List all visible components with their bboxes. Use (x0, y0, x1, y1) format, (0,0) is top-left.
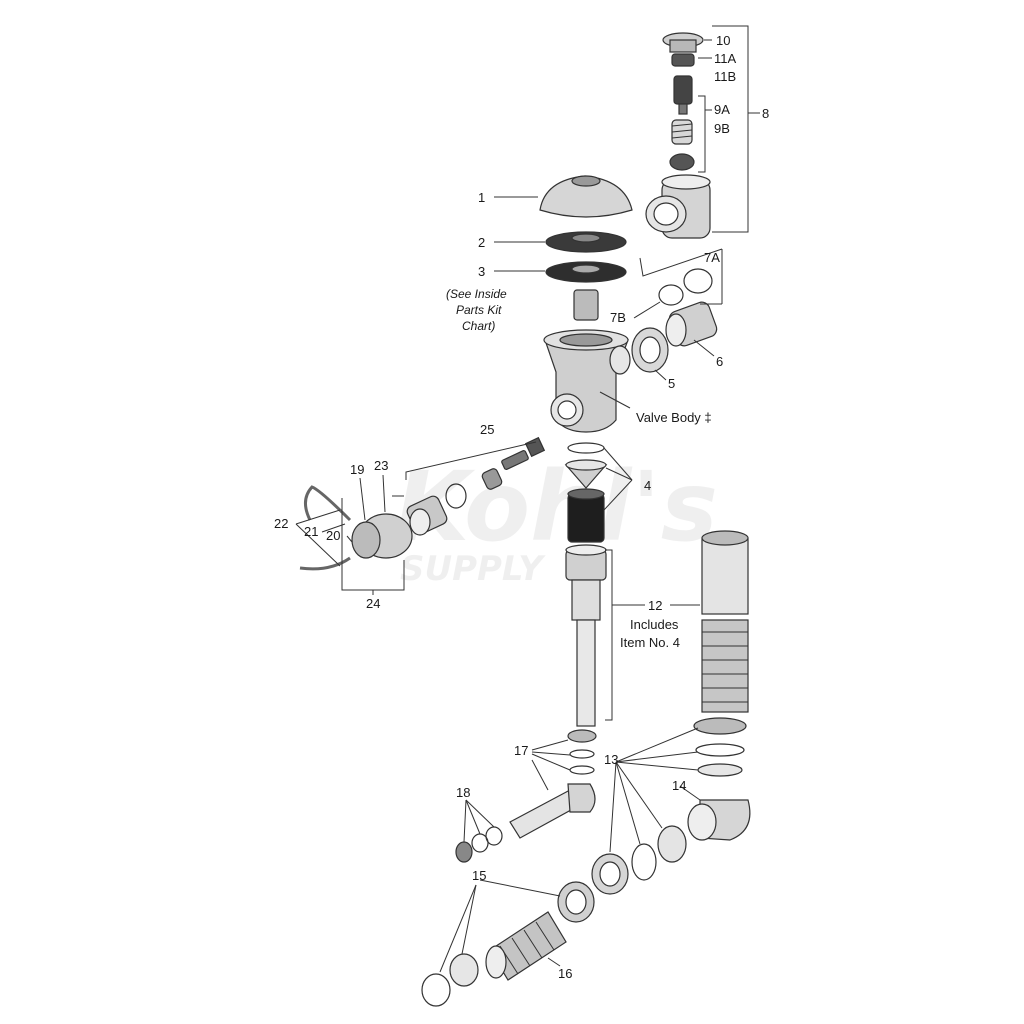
note-includes-1: Includes (630, 617, 679, 632)
watermark: Kohl's SUPPLY (395, 451, 718, 589)
note-see-inside-3: Chart) (462, 319, 495, 333)
note-includes-2: Item No. 4 (620, 635, 680, 650)
label-9b: 9B (714, 121, 730, 136)
part-25-plunger (481, 436, 546, 490)
control-stop-group (645, 25, 760, 239)
note-see-inside-2: Parts Kit (456, 303, 502, 317)
part-11b-tip (678, 103, 688, 115)
part-9b (669, 153, 695, 171)
part-10-cap-body (669, 39, 697, 53)
part-12-flush-tube (565, 544, 607, 727)
label-8: 8 (762, 106, 769, 121)
part-22-cable (304, 485, 352, 522)
part-11a (671, 53, 695, 67)
part-7b-ring (658, 284, 684, 306)
part-11b-stem (673, 75, 693, 105)
label-24: 24 (366, 596, 380, 611)
label-11a: 11A (714, 51, 736, 66)
label-3: 3 (478, 264, 485, 279)
control-stop-body (645, 174, 711, 239)
part-23-sensor-body (351, 513, 413, 559)
label-21: 21 (304, 524, 318, 539)
callout-labels: 1 2 3 4 5 6 7A 7B 8 9A 9B 10 11A 11B 12 … (274, 33, 769, 981)
flexible-tube (701, 530, 749, 713)
label-4: 4 (644, 478, 651, 493)
lower-drain-group (421, 727, 699, 1007)
label-15: 15 (472, 868, 486, 883)
label-12: 12 (648, 598, 662, 613)
label-6: 6 (716, 354, 723, 369)
tailpiece-group (631, 248, 723, 381)
label-13: 13 (604, 752, 618, 767)
right-drain-group (679, 530, 751, 841)
relief-valve (573, 289, 599, 321)
part-16-flex-connector (485, 911, 567, 981)
label-9a: 9A (714, 102, 730, 117)
vacuum-breaker-group (564, 442, 700, 727)
part-handle-socket (406, 495, 448, 536)
label-14: 14 (672, 778, 686, 793)
part-4-sleeve (567, 493, 605, 543)
label-25: 25 (480, 422, 494, 437)
label-18: 18 (456, 785, 470, 800)
label-19: 19 (350, 462, 364, 477)
part-14-elbow (687, 799, 751, 841)
label-2: 2 (478, 235, 485, 250)
note-valve-body: Valve Body ‡ (636, 410, 712, 425)
label-23: 23 (374, 458, 388, 473)
label-22: 22 (274, 516, 288, 531)
label-16: 16 (558, 966, 572, 981)
label-20: 20 (326, 528, 340, 543)
cover-group (494, 175, 633, 321)
label-5: 5 (668, 376, 675, 391)
handle-assembly (295, 436, 546, 595)
valve-body (543, 329, 631, 433)
part-9a-spring (671, 119, 693, 145)
label-7b: 7B (610, 310, 626, 325)
part-7a-ring (683, 268, 713, 294)
label-7a: 7A (704, 250, 720, 265)
watermark-line1: Kohl's (395, 451, 718, 563)
part-17-elbow-pipe (509, 783, 596, 839)
label-1: 1 (478, 190, 485, 205)
label-11b: 11B (714, 69, 736, 84)
label-17: 17 (514, 743, 528, 758)
part-1-cover (539, 175, 633, 218)
part-6-tailpiece (665, 301, 718, 347)
watermark-line2: SUPPLY (400, 549, 546, 589)
note-see-inside-1: (See Inside (446, 287, 507, 301)
label-10: 10 (716, 33, 730, 48)
